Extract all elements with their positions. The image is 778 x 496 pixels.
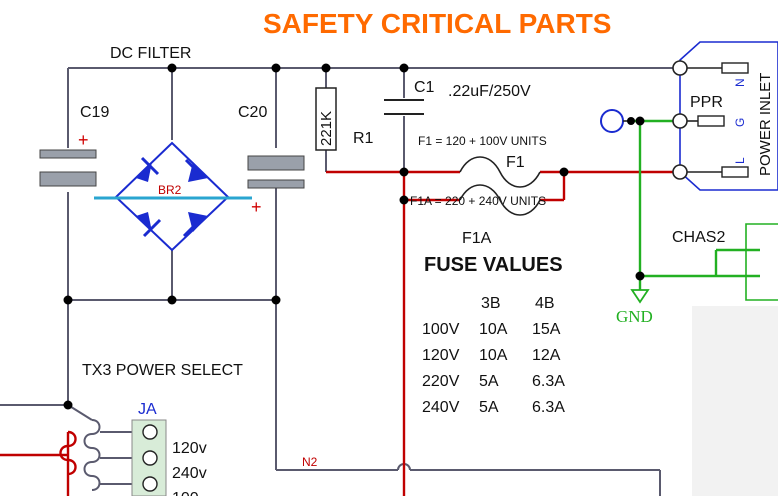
resistor-r1 — [315, 87, 337, 151]
jumper-block-ja — [131, 419, 167, 496]
page-title: SAFETY CRITICAL PARTS — [263, 8, 611, 39]
fuse-row-3b: 10A — [479, 347, 508, 364]
fuse-values-heading: FUSE VALUES — [424, 254, 563, 276]
r1-value: 221K — [318, 111, 335, 146]
f1-label: F1 — [506, 154, 525, 171]
ground-stud-icon — [600, 109, 624, 133]
gray-wires — [0, 67, 680, 496]
c19-plus: + — [78, 130, 89, 150]
capacitor-c20 — [247, 155, 305, 189]
fuse-row-4b: 6.3A — [532, 399, 565, 416]
ja-tap-120v: 120v — [172, 440, 207, 457]
fuse-col-4b: 4B — [535, 295, 555, 312]
fuse-f1a — [459, 184, 541, 216]
fuse-row-3b: 5A — [479, 373, 499, 390]
fuse-row-voltage: 100V — [422, 321, 460, 338]
ja-tap-100: 100 — [172, 490, 199, 496]
fuse-f1 — [459, 156, 541, 188]
junction-dots — [63, 63, 645, 410]
capacitor-c1 — [384, 99, 424, 115]
inlet-pin-n: N — [733, 78, 747, 87]
gnd-label: GND — [616, 307, 653, 326]
fuse-row-3b: 10A — [479, 321, 508, 338]
chassis-connector-chas2 — [745, 223, 778, 301]
n2-label: N2 — [302, 455, 318, 469]
transformer-coils — [59, 419, 132, 491]
tx3-label: TX3 POWER SELECT — [82, 362, 243, 379]
ja-label: JA — [138, 401, 157, 418]
r1-label: R1 — [353, 130, 374, 147]
inlet-pin-l: L — [733, 157, 747, 164]
ja-tap-240v: 240v — [172, 465, 207, 482]
bridge-rectifier-br2 — [94, 141, 252, 252]
dc-filter-label: DC FILTER — [110, 45, 191, 62]
f1a-label: F1A — [462, 230, 492, 247]
f1-note: F1 = 120 + 100V UNITS — [418, 134, 547, 148]
fuse-row-4b: 15A — [532, 321, 561, 338]
fuse-table: 3B 4B 100V 10A 15A 120V 10A 12A 220V 5A … — [422, 295, 565, 416]
fuse-row-voltage: 240V — [422, 399, 460, 416]
fuse-col-3b: 3B — [481, 295, 501, 312]
background-panel — [692, 306, 778, 496]
fuse-row-4b: 6.3A — [532, 373, 565, 390]
ground-symbol-icon — [630, 289, 650, 304]
fuse-row-voltage: 120V — [422, 347, 460, 364]
c20-plus: + — [251, 197, 262, 217]
br2-label: BR2 — [158, 183, 182, 197]
chas2-label: CHAS2 — [672, 229, 725, 246]
f1a-note: F1A = 220 + 240V UNITS — [410, 194, 546, 208]
c1-value: .22uF/250V — [448, 83, 531, 100]
red-line-wires — [0, 170, 680, 496]
c19-label: C19 — [80, 104, 109, 121]
power-inlet-label: POWER INLET — [757, 73, 774, 176]
inlet-pin-g: G — [733, 118, 747, 127]
fuse-row-voltage: 220V — [422, 373, 460, 390]
fuse-row-3b: 5A — [479, 399, 499, 416]
capacitor-c19 — [39, 149, 97, 187]
fuse-row-4b: 12A — [532, 347, 561, 364]
c20-label: C20 — [238, 104, 267, 121]
power-inlet — [672, 41, 778, 191]
c1-label: C1 — [414, 79, 435, 96]
ppr-label: PPR — [690, 94, 723, 111]
